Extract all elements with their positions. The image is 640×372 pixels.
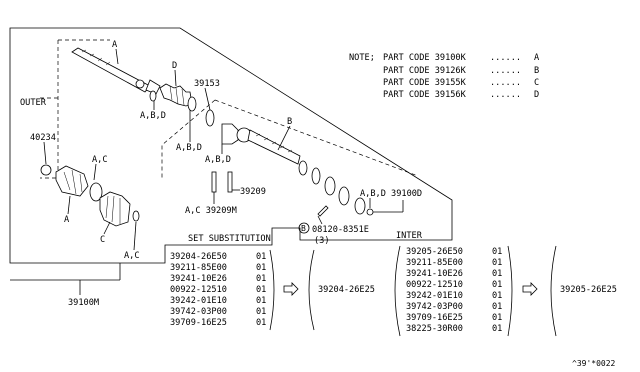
sub2-part-1: 39205-26E50 xyxy=(406,247,463,257)
label-abd-39100d: A,B,D 39100D xyxy=(360,189,422,199)
ring-3 xyxy=(324,176,336,196)
note-row-3-text: PART CODE 39155K xyxy=(383,78,467,88)
sub1-part-2: 39211-85E00 xyxy=(170,263,227,273)
ring-4 xyxy=(338,186,350,206)
group2-result-left-paren xyxy=(550,245,557,337)
note-row-1-dots: ...... xyxy=(490,53,521,63)
group1-result: 39204-26E25 xyxy=(318,285,375,295)
label-shaft-a: A xyxy=(112,40,118,50)
note-row-3-code: C xyxy=(534,78,539,88)
sub1-part-1: 39204-26E50 xyxy=(170,252,227,262)
sub2-part-5: 39242-01E10 xyxy=(406,291,463,301)
note-row-4-dots: ...... xyxy=(490,90,521,100)
sub1-qty-4: 01 xyxy=(256,285,266,295)
outer-cv-joint xyxy=(40,164,89,197)
label-ac-2: A,C xyxy=(124,251,140,261)
bolt-circle-letter: B xyxy=(301,224,306,233)
note-prefix: NOTE; xyxy=(349,53,375,63)
inner-joint xyxy=(221,123,301,165)
substitution-group-1: 39204-26E50 01 39211-85E00 01 39241-10E2… xyxy=(170,252,266,328)
group2-arrow xyxy=(522,282,538,296)
label-boot-d: D xyxy=(172,61,177,71)
note-row-2-text: PART CODE 39126K xyxy=(383,66,467,76)
drive-shaft-a xyxy=(71,47,161,95)
label-abd-1: A,B,D xyxy=(140,111,166,121)
sub1-part-6: 39742-03P00 xyxy=(170,307,227,317)
group2-left-paren xyxy=(394,245,401,337)
substitution-title: SET SUBSTITUTION xyxy=(188,234,271,244)
group1-arrow xyxy=(283,282,299,296)
catalog-reference: ^39'*0022 xyxy=(572,359,616,368)
outer-boot-clamp xyxy=(132,210,140,222)
label-a-outer: A xyxy=(64,215,70,225)
sub2-qty-8: 01 xyxy=(492,324,502,334)
label-39209: 39209 xyxy=(240,187,266,197)
sub2-qty-4: 01 xyxy=(492,280,502,290)
label-c-boot: C xyxy=(100,235,105,245)
sub2-qty-7: 01 xyxy=(492,313,502,323)
note-row-4-code: D xyxy=(534,90,539,100)
label-ac-1: A,C xyxy=(92,155,108,165)
note-row-3-dots: ...... xyxy=(490,78,521,88)
sub1-qty-1: 01 xyxy=(256,252,266,262)
retaining-pins xyxy=(211,171,233,193)
sub2-qty-2: 01 xyxy=(492,258,502,268)
sub1-part-3: 39241-10E26 xyxy=(170,274,227,284)
outer-label: OUTER xyxy=(20,98,47,108)
diagram-frame xyxy=(9,27,453,264)
sub1-qty-6: 01 xyxy=(256,307,266,317)
outer-boot-c xyxy=(89,182,131,227)
seal-ring xyxy=(205,109,215,127)
note-row-2-code: B xyxy=(534,66,539,76)
sub2-part-4: 00922-12510 xyxy=(406,280,463,290)
assembly-code: 39100M xyxy=(68,298,99,308)
ring-1 xyxy=(298,160,308,176)
label-abd-3: A,B,D xyxy=(205,155,231,165)
sub2-qty-5: 01 xyxy=(492,291,502,301)
bolt-quantity: (3) xyxy=(314,236,330,246)
outer-dashed-boundary xyxy=(40,39,110,179)
note-row-1-code: A xyxy=(534,53,540,63)
sub2-part-7: 39709-16E25 xyxy=(406,313,463,323)
group1-result-left-paren xyxy=(308,249,315,331)
group2-result: 39205-26E25 xyxy=(560,285,617,295)
substitution-group-2: 39205-26E50 01 39211-85E00 01 39241-10E2… xyxy=(406,247,502,334)
sub1-qty-3: 01 xyxy=(256,274,266,284)
bolt-callout: B 08120-8351E (3) xyxy=(298,205,369,246)
label-40234: 40234 xyxy=(30,133,56,143)
note-row-2-dots: ...... xyxy=(490,66,521,76)
ring-2 xyxy=(311,167,321,185)
boot-clamp-1 xyxy=(149,90,157,102)
bolt-part-code: 08120-8351E xyxy=(312,225,369,235)
note-row-4-text: PART CODE 39156K xyxy=(383,90,467,100)
label-abd-2: A,B,D xyxy=(176,143,202,153)
group1-right-paren xyxy=(269,249,275,331)
ring-small xyxy=(366,208,374,216)
boot-d xyxy=(159,83,193,107)
group2-right-paren xyxy=(507,245,513,337)
inter-dashed-boundary xyxy=(161,99,419,178)
label-ac-39209m: A,C 39209M xyxy=(185,206,237,216)
sub1-part-5: 39242-01E10 xyxy=(170,296,227,306)
sub1-qty-5: 01 xyxy=(256,296,266,306)
inter-label: INTER xyxy=(396,231,423,241)
note-row-1-text: PART CODE 39100K xyxy=(383,53,467,63)
note-block: NOTE; PART CODE 39100K ...... A PART COD… xyxy=(349,53,540,100)
sub1-qty-7: 01 xyxy=(256,318,266,328)
sub2-qty-6: 01 xyxy=(492,302,502,312)
label-39153: 39153 xyxy=(194,79,220,89)
sub1-part-7: 39709-16E25 xyxy=(170,318,227,328)
sub2-qty-1: 01 xyxy=(492,247,502,257)
sub2-part-3: 39241-10E26 xyxy=(406,269,463,279)
sub2-part-2: 39211-85E00 xyxy=(406,258,463,268)
clamp-band-39153 xyxy=(187,96,197,112)
sub1-qty-2: 01 xyxy=(256,263,266,273)
sub2-qty-3: 01 xyxy=(492,269,502,279)
sub1-part-4: 00922-12510 xyxy=(170,285,227,295)
sub2-part-6: 39742-03P00 xyxy=(406,302,463,312)
sub2-part-8: 38225-30R00 xyxy=(406,324,463,334)
label-b-top: B xyxy=(287,117,292,127)
ring-5 xyxy=(354,197,366,215)
